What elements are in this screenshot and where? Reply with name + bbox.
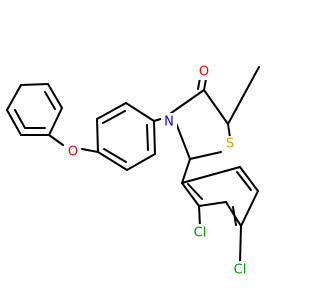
- bond-ring4-b: [198, 201, 227, 207]
- atom-labels: O N S O Cl Cl: [65, 64, 251, 279]
- bond-ring4-cl2: [239, 225, 242, 263]
- bond-ring3-inner-1: [44, 91, 56, 110]
- bond-ring3-d: [6, 84, 22, 111]
- bond-ring3-c: [20, 83, 49, 86]
- bond-ring3-a: [48, 107, 63, 136]
- bond-ring3-b: [47, 83, 63, 109]
- label-mask-s: [222, 136, 238, 154]
- bond-ring4-cl1: [198, 205, 201, 227]
- bond-ring4-inner-3: [236, 171, 252, 191]
- bond-c2-ring4: [181, 158, 191, 184]
- ether-linkage: [48, 134, 99, 153]
- bond-ring2-e: [126, 153, 156, 171]
- dichlorophenyl-ring: [181, 158, 259, 263]
- bond-ring4-inner-2: [232, 206, 237, 226]
- chlorine-1-label: Cl: [194, 226, 207, 241]
- bond-ring2-f: [153, 120, 156, 155]
- bond-ring4-f: [181, 166, 241, 184]
- molecule-structure-diagram: O N S O Cl Cl: [0, 0, 300, 300]
- bond-n3-c2: [175, 122, 191, 160]
- bond-ring2-o: [81, 148, 99, 153]
- label-mask-cl1: [189, 224, 211, 242]
- bond-ring4-e: [239, 166, 259, 192]
- oxygen-carbonyl-label: O: [199, 65, 209, 80]
- oxygen-ether-label: O: [68, 145, 78, 160]
- bond-ring2-inner-2: [103, 148, 127, 163]
- sulfur-label: S: [226, 137, 234, 152]
- phenyl-ring-n-substituent: [96, 102, 165, 171]
- label-mask-o-carbonyl: [196, 64, 212, 80]
- bond-c4-o-carbonyl-1: [203, 78, 207, 91]
- bond-c4-c5: [203, 89, 229, 125]
- bond-c5-methyl: [227, 66, 260, 125]
- label-mask-n: [161, 113, 177, 131]
- bond-ring4-inner-1: [187, 183, 203, 200]
- chlorine-2-label: Cl: [234, 263, 247, 278]
- nitrogen-label: N: [164, 115, 174, 130]
- bond-ring3-e: [6, 109, 22, 136]
- bond-ring2-d: [97, 151, 128, 171]
- bond-ring4-d: [240, 190, 259, 227]
- bond-c2-s1: [189, 151, 222, 160]
- label-mask-cl2: [229, 261, 251, 279]
- background: [0, 0, 300, 300]
- bond-ring2-b: [96, 102, 127, 120]
- bond-ring2-a: [125, 102, 155, 122]
- label-mask-o-ether: [65, 143, 81, 161]
- bond-o-ring3: [48, 134, 64, 146]
- phenyl-ring-terminal: [6, 83, 63, 136]
- molecule-canvas: O N S O Cl Cl: [0, 0, 300, 300]
- bond-ring2-inner-3: [146, 124, 149, 151]
- bond-ring2-c: [96, 118, 99, 153]
- bond-ring3-inner-2: [14, 109, 26, 129]
- bond-ring4-a: [181, 182, 200, 207]
- thiazolidinone-ring: [163, 66, 260, 160]
- bond-ring2-inner-1: [102, 110, 126, 124]
